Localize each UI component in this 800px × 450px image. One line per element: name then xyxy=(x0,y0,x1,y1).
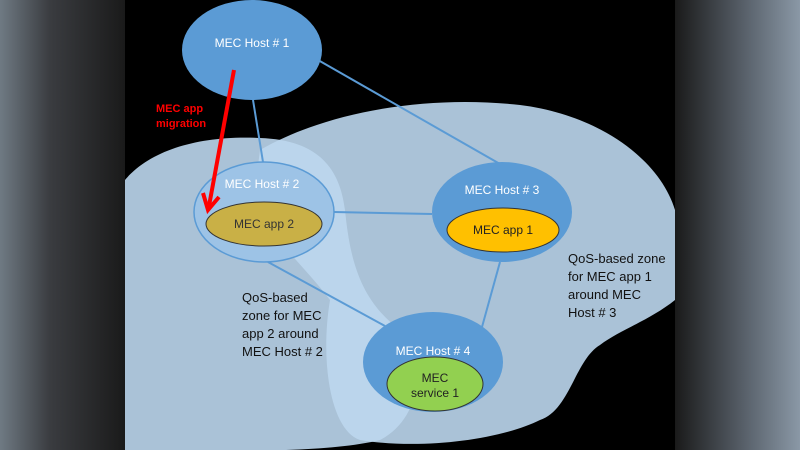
mec-host-2: MEC Host # 2 MEC app 2 xyxy=(193,161,335,263)
host-links xyxy=(252,59,501,328)
zone-2-line: QoS-based xyxy=(242,290,308,305)
mec-app-1-label: MEC app 1 xyxy=(473,223,533,237)
host-4-label: MEC Host # 4 xyxy=(396,344,471,358)
blurred-background-right xyxy=(675,0,800,450)
zone-2-line: app 2 around xyxy=(242,326,319,341)
link-host2-host4 xyxy=(267,261,386,327)
zone-1-line: for MEC app 1 xyxy=(568,269,652,284)
zone-1-line: around MEC xyxy=(568,287,641,302)
migration-label-line1: MEC app xyxy=(156,103,203,115)
mec-app-1-ellipse xyxy=(446,207,560,253)
mec-host-4: MEC Host # 4 MEC service 1 xyxy=(363,312,503,412)
migration-label-line2: migration xyxy=(156,118,206,130)
host-2-label: MEC Host # 2 xyxy=(225,177,300,191)
zone-1-label: QoS-based zone for MEC app 1 around MEC … xyxy=(568,251,666,320)
mec-service-1-label-line1: MEC xyxy=(422,371,449,385)
link-host3-host4 xyxy=(481,261,501,328)
link-host1-host3 xyxy=(317,59,501,165)
host-1-label: MEC Host # 1 xyxy=(215,36,290,50)
migration-arrow xyxy=(201,69,236,215)
mec-app-2-label: MEC app 2 xyxy=(234,217,294,231)
zone-1-line: QoS-based zone xyxy=(568,251,666,266)
zone-1-line: Host # 3 xyxy=(568,305,616,320)
mec-host-1: MEC Host # 1 xyxy=(182,0,322,100)
mec-host-3: MEC Host # 3 MEC app 1 xyxy=(432,162,572,262)
arrow-shaft xyxy=(207,69,236,207)
link-host2-host3 xyxy=(333,211,433,215)
right-edge xyxy=(675,0,800,450)
mec-service-1-ellipse xyxy=(386,356,484,412)
blurred-background-left xyxy=(0,0,125,450)
host-1-ellipse xyxy=(182,0,322,100)
mec-service-1-label-line2: service 1 xyxy=(411,386,459,400)
host-3-label: MEC Host # 3 xyxy=(465,183,540,197)
zone-2-line: MEC Host # 2 xyxy=(242,344,323,359)
link-host1-host2 xyxy=(252,99,264,163)
zone-2-line: zone for MEC xyxy=(242,308,321,323)
mec-app-2-ellipse xyxy=(205,201,323,247)
arrow-head-icon xyxy=(201,192,221,215)
zone-2-label: QoS-based zone for MEC app 2 around MEC … xyxy=(242,290,323,359)
